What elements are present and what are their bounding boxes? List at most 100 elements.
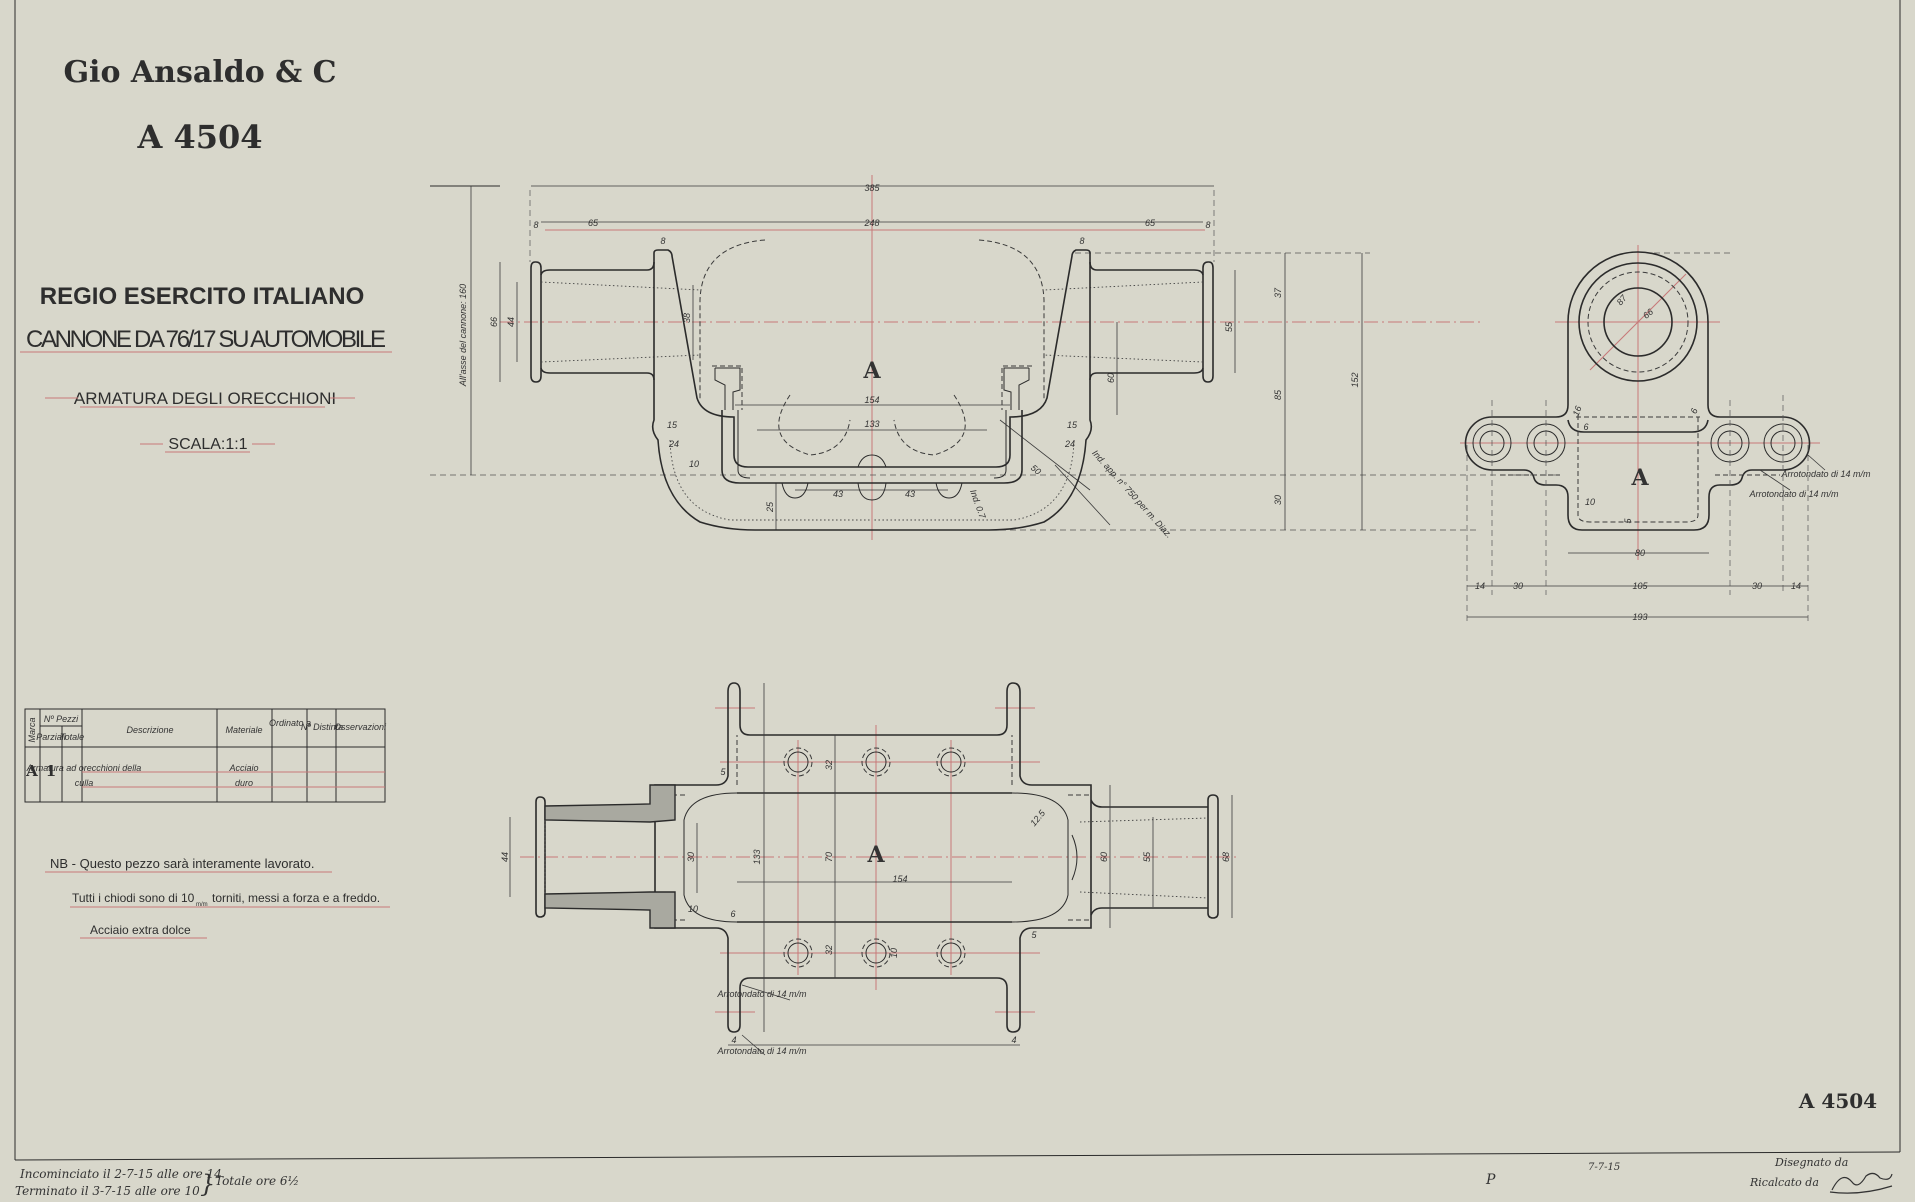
title-part: ARMATURA DEGLI ORECCHIONI: [74, 389, 336, 408]
dim-16: 16: [1571, 405, 1584, 418]
dim-43: 43: [833, 489, 843, 499]
note-arrotondato: Arrotondato di 14 m/m: [1748, 489, 1839, 499]
dim-10: 10: [1585, 497, 1595, 507]
dim-6: 6: [1689, 407, 1700, 415]
dim-32: 32: [824, 760, 834, 770]
handwritten-log-1: Incominciato il 2-7-15 alle ore 14: [19, 1167, 222, 1181]
handwritten-mark: P: [1485, 1172, 1496, 1188]
dim-5: 5: [1623, 518, 1633, 524]
dim-30: 30: [1513, 581, 1523, 591]
dim-44: 44: [506, 317, 516, 327]
dim-38: 38: [682, 313, 692, 323]
dim-8: 8: [1205, 220, 1210, 230]
col-osservazioni: Osservazioni: [334, 722, 387, 732]
signature: [1829, 1172, 1893, 1194]
row-parziali: 1: [46, 762, 56, 780]
side-part-label: A: [1630, 465, 1649, 491]
dim-65-left: 65: [588, 218, 599, 228]
col-ordinato: Ordinato a: [269, 718, 311, 728]
title-army: REGIO ESERCITO ITALIANO: [40, 283, 364, 310]
sheet-border: [14, 0, 1901, 1161]
handwritten-log-2: Terminato il 3-7-15 alle ore 10: [15, 1184, 200, 1198]
dim-60: 60: [1106, 373, 1116, 383]
dim-248: 248: [863, 218, 879, 228]
dim-6: 6: [730, 909, 735, 919]
dim-24: 24: [1064, 439, 1075, 449]
dim-4: 4: [731, 1035, 736, 1045]
dim-60: 60: [1099, 852, 1109, 862]
plan-part-label: A: [866, 842, 885, 868]
dim-24: 24: [668, 439, 679, 449]
dim-30: 30: [686, 852, 696, 862]
dim-5: 5: [720, 767, 726, 777]
dim-5: 5: [1031, 930, 1037, 940]
note-arrotondato: Arrotondato di 14 m/m: [716, 1046, 807, 1056]
dim-30: 30: [1273, 495, 1283, 505]
dim-66: 66: [489, 317, 499, 327]
dim-193: 193: [1632, 612, 1647, 622]
title-gun: CANNONE DA 76/17 SU AUTOMOBILE: [26, 326, 386, 353]
row-materiale-2: duro: [235, 778, 253, 788]
drawing-number: A 4504: [136, 118, 262, 156]
row-descrizione-1: Armatura ad orecchioni della: [26, 763, 142, 773]
side-view: A 66 87 80 14 30 105 30 14 193 16 6 10 5…: [1460, 245, 1871, 625]
parts-table: Marca Nº Pezzi Parziali Totale Descrizio…: [24, 708, 387, 803]
dim-14: 14: [1475, 581, 1485, 591]
dim-154: 154: [892, 874, 907, 884]
dim-133: 133: [752, 849, 762, 864]
dim-6: 6: [1583, 422, 1588, 432]
dim-385: 385: [864, 183, 880, 193]
front-left-trunnion: [530, 239, 872, 531]
dim-43: 43: [905, 489, 915, 499]
dim-25: 25: [765, 501, 775, 513]
company-name: Gio Ansaldo & C: [63, 55, 336, 90]
dim-80: 80: [1635, 548, 1645, 558]
dim-154: 154: [864, 395, 879, 405]
row-marca: A: [25, 762, 38, 780]
drawn-by-label: Disegnato da: [1774, 1156, 1848, 1169]
col-descrizione: Descrizione: [126, 725, 173, 735]
dim-65-right: 65: [1145, 218, 1156, 228]
note-chiodi-a: Tutti i chiodi sono di 10: [72, 891, 195, 905]
dim-68: 68: [1221, 852, 1231, 862]
dim-8: 8: [533, 220, 538, 230]
note-nb: NB - Questo pezzo sarà interamente lavor…: [50, 856, 314, 871]
dim-44: 44: [500, 852, 510, 862]
note-arrotondato: Arrotondato di 14 m/m: [1780, 469, 1871, 479]
dim-30: 30: [1752, 581, 1762, 591]
dim-10: 10: [689, 459, 699, 469]
col-n-pezzi: Nº Pezzi: [44, 714, 79, 724]
dim-4: 4: [1011, 1035, 1016, 1045]
dim-70: 70: [824, 852, 834, 862]
dim-15: 15: [667, 420, 678, 430]
col-marca: Marca: [27, 717, 37, 742]
dim-55: 55: [1224, 321, 1234, 332]
dim-133: 133: [864, 419, 879, 429]
dim-50: 50: [1029, 463, 1043, 477]
note-chiodi-b: torniti, messi a forza e a freddo.: [212, 891, 380, 905]
handwritten-date: 7-7-15: [1588, 1162, 1620, 1173]
col-materiale: Materiale: [225, 725, 262, 735]
row-materiale-1: Acciaio: [228, 763, 258, 773]
dim-152: 152: [1350, 372, 1360, 387]
dim-105: 105: [1632, 581, 1648, 591]
note-arrotondato: Arrotondato di 14 m/m: [716, 989, 807, 999]
col-totale: Totale: [60, 732, 84, 742]
dim-55: 55: [1142, 851, 1152, 862]
traced-by-label: Ricalcato da: [1749, 1176, 1819, 1189]
front-part-label: A: [862, 358, 881, 384]
dim-85: 85: [1273, 389, 1283, 400]
note-axis-height: All'asse del cannone: 160: [458, 284, 468, 387]
note-acciaio: Acciaio extra dolce: [90, 923, 191, 937]
col-distinta: Nº Distinta: [301, 722, 343, 732]
dim-15: 15: [1067, 420, 1078, 430]
dim-10: 10: [889, 948, 899, 958]
dim-8: 8: [660, 236, 665, 246]
handwritten-brace: }: [200, 1170, 215, 1198]
stamp-drawing-number: A 4504: [1798, 1089, 1877, 1113]
title-scale: SCALA:1:1: [168, 436, 247, 453]
plan-holes: [783, 747, 966, 968]
dim-66: 66: [1641, 307, 1655, 321]
note-chiodi-unit: m/m: [196, 902, 208, 908]
